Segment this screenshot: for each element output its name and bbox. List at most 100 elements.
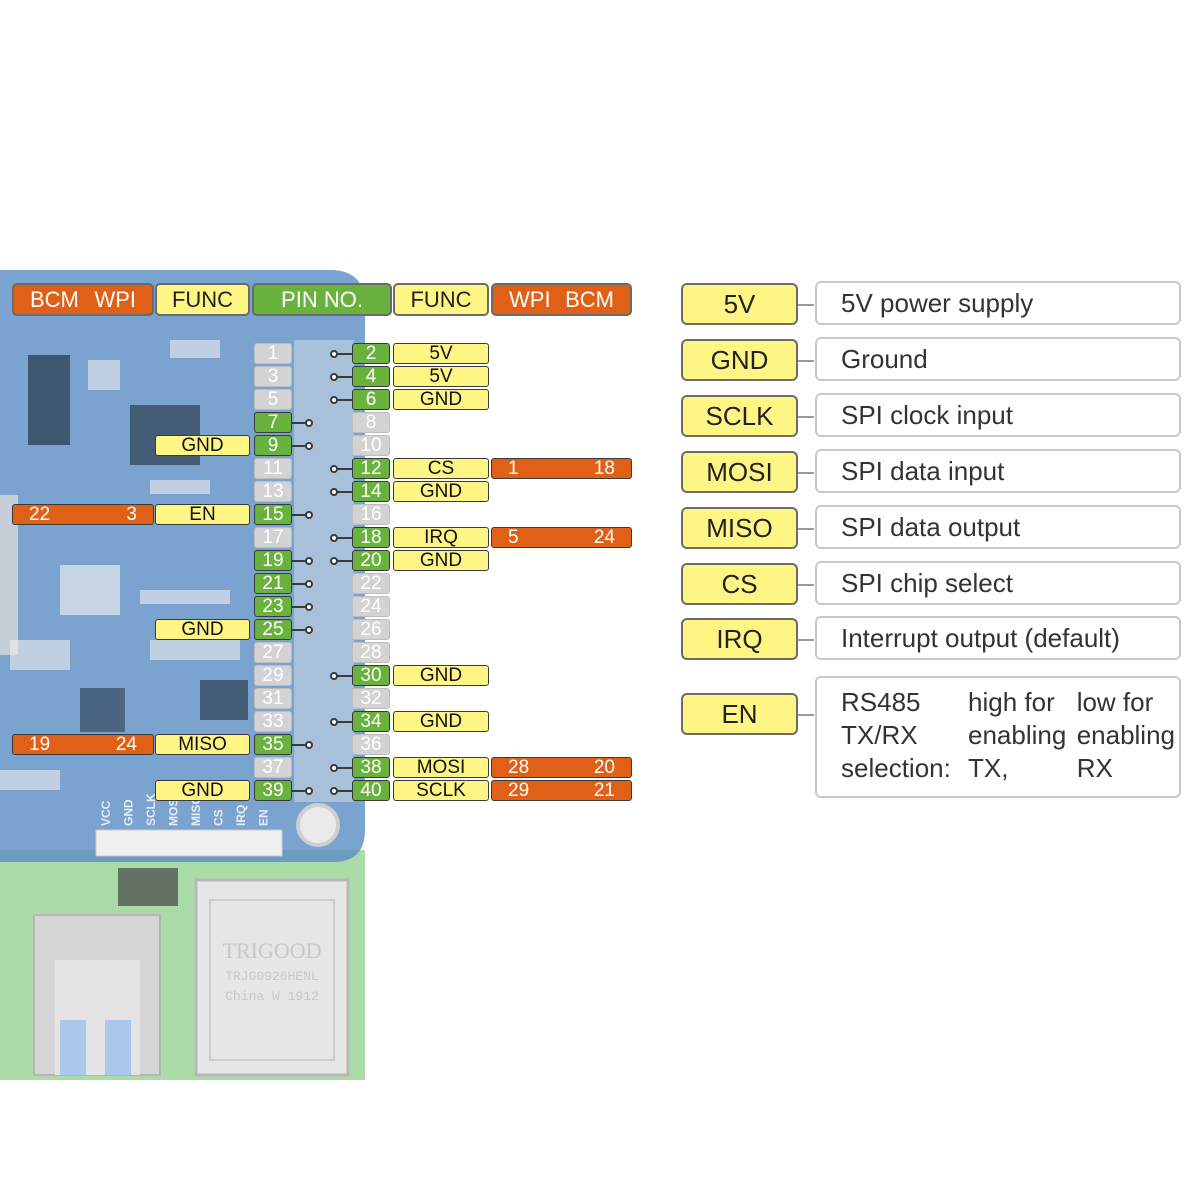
pin-connector-line (336, 537, 352, 539)
pin-func-9: GND (155, 435, 250, 456)
pin-bcm: 20 (593, 757, 615, 778)
pin-number-30: 30 (352, 665, 390, 686)
pin-connector-line (292, 606, 306, 608)
pin-number-39: 39 (254, 780, 292, 801)
legend-desc-line: RS485 TX/RX selection: (841, 687, 951, 783)
pin-number-23: 23 (254, 596, 292, 617)
pin-dot (330, 373, 338, 381)
legend-desc-irq: Interrupt output (default) (815, 616, 1181, 660)
dip-switch (60, 565, 120, 615)
pin-dot (330, 672, 338, 680)
legend-desc-line: Ground (841, 343, 928, 374)
pin-dot (330, 350, 338, 358)
pin-dot (330, 465, 338, 473)
pin-number-22: 22 (352, 573, 390, 594)
pin-number-26: 26 (352, 619, 390, 640)
pin-number-33: 33 (254, 711, 292, 732)
pin-number-2: 2 (352, 343, 390, 364)
pin-number-7: 7 (254, 412, 292, 433)
legend-desc-5v: 5V power supply (815, 281, 1181, 325)
pin-dot (305, 741, 313, 749)
header-pin-no: PIN NO. (252, 283, 392, 316)
pin-number-4: 4 (352, 366, 390, 387)
pin-connector-line (292, 422, 306, 424)
pin-number-25: 25 (254, 619, 292, 640)
legend-desc-line: SPI data input (841, 455, 1005, 486)
header-wpi-bcm-right: WPI BCM (491, 283, 632, 316)
ethernet-jack-inner (209, 899, 335, 1061)
legend-key-sclk: SCLK (681, 395, 798, 437)
pin-func-20: GND (393, 550, 489, 571)
pin-func-14: GND (393, 481, 489, 502)
pin-dot (305, 419, 313, 427)
pin-wpi: 24 (115, 734, 137, 755)
pin-number-11: 11 (254, 458, 292, 479)
pin-number-27: 27 (254, 642, 292, 663)
silkscreen-label: VCC (99, 800, 113, 826)
pin-connector-line (336, 767, 352, 769)
pin-func-2: 5V (393, 343, 489, 364)
pin-number-31: 31 (254, 688, 292, 709)
legend-desc-line: Interrupt output (default) (841, 622, 1120, 653)
pin-number-21: 21 (254, 573, 292, 594)
pin-func-6: GND (393, 389, 489, 410)
legend-desc-miso: SPI data output (815, 505, 1181, 549)
legend-key-5v: 5V (681, 283, 798, 325)
pin-func-25: GND (155, 619, 250, 640)
pin-number-20: 20 (352, 550, 390, 571)
terminal-block (0, 495, 18, 655)
legend-desc-line: low for enabling RX (1076, 687, 1175, 783)
pin-wpi-bcm-12: 1 18 (491, 458, 632, 479)
legend-connector (798, 584, 814, 586)
pin-bcm: 19 (29, 734, 51, 755)
legend-connector (798, 304, 814, 306)
pin-connector-line (336, 721, 352, 723)
pin-func-12: CS (393, 458, 489, 479)
pin-number-15: 15 (254, 504, 292, 525)
pin-number-12: 12 (352, 458, 390, 479)
pin-dot (330, 534, 338, 542)
pin-number-13: 13 (254, 481, 292, 502)
pin-number-9: 9 (254, 435, 292, 456)
inductor (118, 868, 178, 906)
legend-desc-mosi: SPI data input (815, 449, 1181, 493)
silkscreen-label: IRQ (234, 805, 248, 826)
header-wpi-left: WPI (94, 286, 136, 312)
pin-number-16: 16 (352, 504, 390, 525)
pin-strip-body (294, 340, 354, 802)
legend-connector (798, 360, 814, 362)
header-func-right: FUNC (393, 283, 489, 316)
pin-dot (330, 488, 338, 496)
pin-number-1: 1 (254, 343, 292, 364)
pin-number-10: 10 (352, 435, 390, 456)
pin-func-4: 5V (393, 366, 489, 387)
legend-desc-line: SPI data output (841, 511, 1021, 542)
pin-wpi: 29 (508, 780, 530, 801)
jack-label: China W 1912 (225, 989, 319, 1004)
pin-connector-line (292, 514, 306, 516)
pin-dot (305, 557, 313, 565)
legend-desc-sclk: SPI clock input (815, 393, 1181, 437)
pin-bcm: 18 (593, 458, 615, 479)
pin-wpi: 3 (126, 504, 137, 525)
pin-wpi: 1 (508, 458, 519, 479)
legend-desc-cs: SPI chip select (815, 561, 1181, 605)
ic-chip (200, 680, 248, 720)
pin-func-38: MOSI (393, 757, 489, 778)
pin-connector-line (336, 675, 352, 677)
pin-connector-line (292, 445, 306, 447)
pin-connector-line (336, 560, 352, 562)
pin-number-6: 6 (352, 389, 390, 410)
legend-desc-line: 5V power supply (841, 287, 1034, 318)
pin-dot (330, 718, 338, 726)
pin-dot (330, 396, 338, 404)
smd-components (0, 340, 240, 790)
pin-number-17: 17 (254, 527, 292, 548)
pin-dot (305, 603, 313, 611)
pin-number-18: 18 (352, 527, 390, 548)
pin-connector-line (292, 583, 306, 585)
legend-desc-line: SPI clock input (841, 399, 1013, 430)
silkscreen-label: MOSI (167, 795, 181, 826)
